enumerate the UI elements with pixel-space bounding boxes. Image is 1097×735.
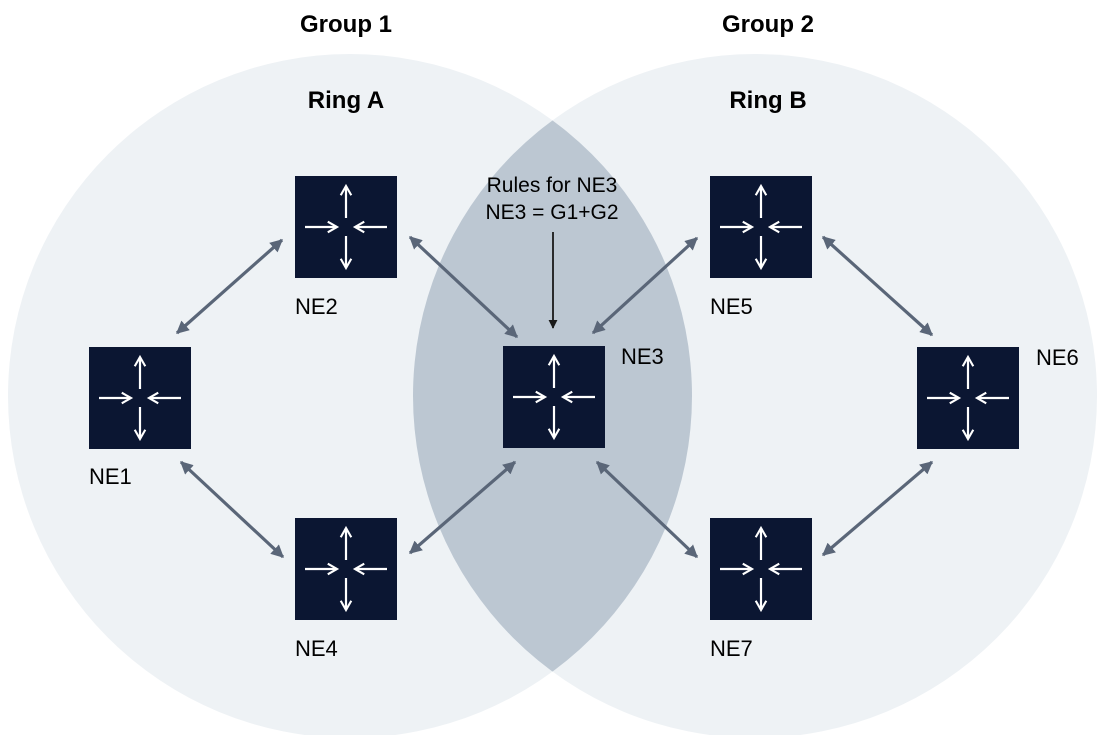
node-label-ne1: NE1: [89, 464, 132, 489]
router-arrows-icon: [295, 176, 397, 278]
node-ne6[interactable]: NE6: [917, 345, 1079, 449]
group-2-title: Group 2: [722, 11, 814, 38]
ring-overlap-area: [413, 54, 692, 735]
rules-line-1: Rules for NE3: [487, 174, 618, 197]
link-ne4-ne3: [408, 460, 517, 555]
rules-line-2: NE3 = G1+G2: [485, 201, 618, 224]
router-arrows-icon: [503, 346, 605, 448]
router-arrows-icon: [295, 518, 397, 620]
node-label-ne7: NE7: [710, 636, 753, 661]
node-ne4[interactable]: NE4: [295, 518, 397, 661]
node-ne2[interactable]: NE2: [295, 176, 397, 319]
links: [175, 235, 934, 559]
node-ne1[interactable]: NE1: [89, 347, 191, 489]
router-arrows-icon: [710, 176, 812, 278]
link-ne2-ne3: [408, 235, 519, 339]
node-label-ne3: NE3: [621, 344, 664, 369]
link-ne7-ne6: [821, 460, 934, 557]
node-ne7[interactable]: NE7: [710, 518, 812, 661]
router-arrows-icon: [710, 518, 812, 620]
ring-a-title: Ring A: [308, 87, 384, 114]
node-label-ne4: NE4: [295, 636, 338, 661]
node-label-ne5: NE5: [710, 294, 753, 319]
group-1-title: Group 1: [300, 11, 392, 38]
link-ne3-ne7: [595, 460, 699, 559]
ring-b-title: Ring B: [729, 87, 806, 114]
router-arrows-icon: [917, 347, 1019, 449]
node-ne5[interactable]: NE5: [710, 176, 812, 319]
node-label-ne6: NE6: [1036, 345, 1079, 370]
link-ne1-ne4: [179, 460, 285, 559]
link-ne1-ne2: [175, 238, 284, 335]
link-ne5-ne6: [821, 235, 934, 337]
node-label-ne2: NE2: [295, 294, 338, 319]
router-arrows-icon: [89, 347, 191, 449]
node-ne3[interactable]: NE3: [503, 344, 664, 448]
link-ne3-ne5: [591, 236, 699, 335]
